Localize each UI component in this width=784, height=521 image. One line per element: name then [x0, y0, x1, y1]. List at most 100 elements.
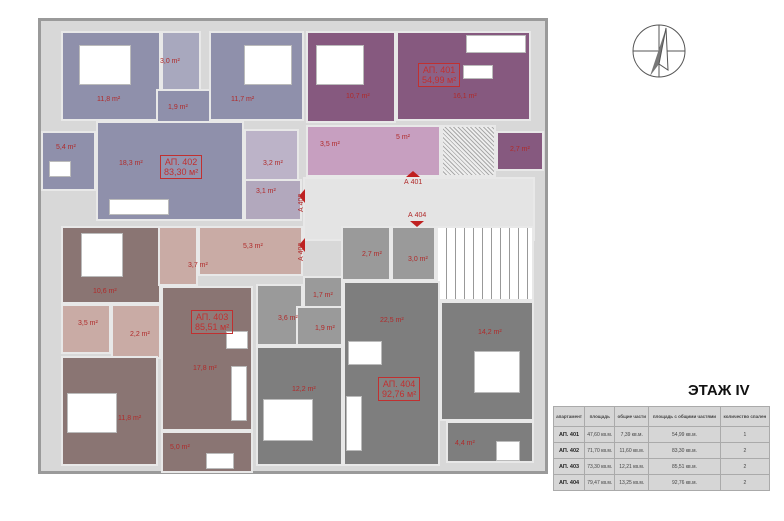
entry-arrow-401: [406, 171, 420, 177]
apartment-area: 92,76 м²: [382, 389, 417, 399]
sofa: [466, 35, 526, 53]
cell: АП. 402: [552, 442, 586, 459]
cell: 2: [719, 458, 771, 475]
room-area: 2,7 m²: [362, 251, 382, 258]
cell: 2: [719, 442, 771, 459]
room-area: 22,5 m²: [380, 317, 404, 324]
apartment-name: АП. 404: [382, 379, 416, 389]
sofa: [231, 366, 247, 421]
room-401-hall: [306, 125, 441, 177]
room-area: 1,9 m²: [315, 325, 335, 332]
room-area: 2,7 m²: [510, 146, 530, 153]
apartment-table: апартамент площадь общие части площадь с…: [552, 406, 771, 491]
room-area: 2,2 m²: [130, 331, 150, 338]
cell: 85,51 кв.м.: [648, 458, 721, 475]
floor-plan: [38, 18, 548, 474]
apartment-name: АП. 403: [195, 312, 229, 322]
bed: [263, 399, 313, 441]
cell: 13,25 кв.м.: [614, 474, 650, 491]
room-403-bath: [158, 226, 198, 286]
header-cell: общие части: [614, 406, 650, 427]
entry-arrow-403: [299, 238, 305, 252]
room-403-corridor: [111, 304, 161, 359]
cell: 2: [719, 474, 771, 491]
room-area: 12,2 m²: [292, 386, 316, 393]
bed: [81, 233, 123, 277]
room-area: 3,5 m²: [78, 320, 98, 327]
header-cell: количество спален: [719, 406, 771, 427]
header-cell: апартамент: [552, 406, 586, 427]
cell: 79,47 кв.м.: [584, 474, 616, 491]
apartment-area: 83,30 м²: [164, 167, 199, 177]
cell: АП. 404: [552, 474, 586, 491]
table: [496, 441, 520, 461]
room-area: 5,0 m²: [170, 444, 190, 451]
room-area: 5,4 m²: [56, 144, 76, 151]
bed: [316, 45, 364, 85]
cell: 7,39 кв.м.: [614, 426, 650, 443]
room-402-bath: [161, 31, 201, 91]
room-area: 3,6 m²: [278, 315, 298, 322]
entry-arrow-404: [410, 221, 424, 227]
cell: 12,21 кв.м.: [614, 458, 650, 475]
room-area: 3,2 m²: [263, 160, 283, 167]
apartment-area: 54,99 м²: [422, 75, 457, 85]
table: [463, 65, 493, 79]
floor-title: ЭТАЖ IV: [688, 382, 750, 399]
cell: 1: [719, 426, 771, 443]
room-area: 14,2 m²: [478, 329, 502, 336]
entry-label-401: А 401: [404, 179, 423, 186]
table-header: апартамент площадь общие части площадь с…: [552, 406, 771, 427]
sofa: [109, 199, 169, 215]
room-area: 3,5 m²: [320, 141, 340, 148]
table: [49, 161, 71, 177]
cell: 54,99 кв.м.: [648, 426, 721, 443]
compass-icon: [632, 24, 686, 78]
room-area: 11,7 m²: [231, 96, 255, 103]
room-area: 3,1 m²: [256, 188, 276, 195]
entry-label-404: А 404: [408, 212, 427, 219]
room-area: 10,6 m²: [93, 288, 117, 295]
room-area: 3,7 m²: [188, 262, 208, 269]
cell: АП. 401: [552, 426, 586, 443]
room-404-entry: [391, 226, 436, 281]
bed: [67, 393, 117, 433]
room-404-hall: [296, 306, 343, 346]
entry-label-403: А 403: [298, 242, 305, 261]
entry-label-402: А 402: [298, 193, 305, 212]
staircase: [436, 226, 534, 301]
room-area: 17,8 m²: [193, 365, 217, 372]
room-area: 1,7 m²: [313, 292, 333, 299]
elevator: [441, 125, 496, 177]
room-403-wc: [61, 304, 111, 354]
room-area: 3,0 m²: [160, 58, 180, 65]
room-402-wc: [244, 129, 299, 181]
room-area: 18,3 m²: [119, 160, 143, 167]
bed: [79, 45, 131, 85]
apartment-name: АП. 402: [164, 157, 198, 167]
header-cell: площадь с общими частями: [648, 406, 721, 427]
room-area: 5,3 m²: [243, 243, 263, 250]
room-area: 11,8 m²: [118, 415, 142, 422]
room-area: 11,8 m²: [97, 96, 121, 103]
room-area: 16,1 m²: [453, 93, 477, 100]
cell: 92,76 кв.м.: [648, 474, 721, 491]
cell: 71,70 кв.м.: [584, 442, 616, 459]
room-area: 1,9 m²: [168, 104, 188, 111]
room-403-loggia: [161, 431, 253, 473]
bed: [474, 351, 520, 393]
room-404-bath-1: [341, 226, 391, 281]
room-401-loggia: [496, 131, 544, 171]
cell: АП. 403: [552, 458, 586, 475]
cell: 73,30 кв.м.: [584, 458, 616, 475]
room-403-hall: [198, 226, 303, 276]
room-area: 5 m²: [396, 134, 410, 141]
